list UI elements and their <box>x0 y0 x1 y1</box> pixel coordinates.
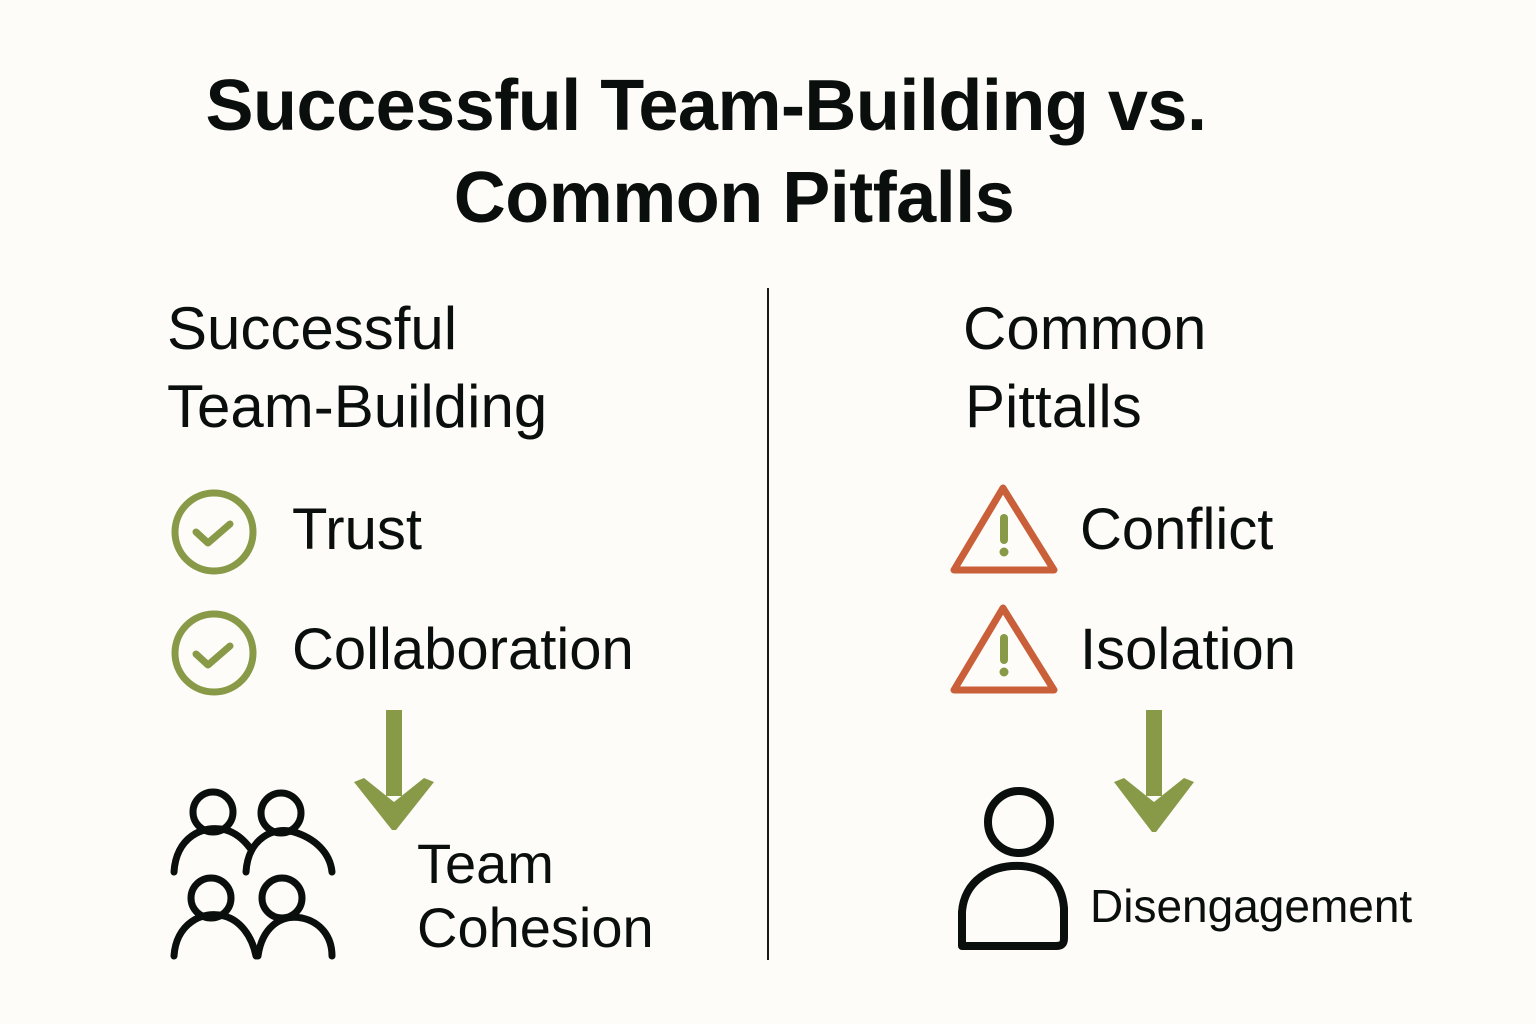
item-label: Collaboration <box>292 617 634 682</box>
left-heading-line-2: Team-Building <box>167 373 548 440</box>
item-label: Trust <box>292 497 422 562</box>
warning-triangle-icon <box>950 484 1058 574</box>
result-label: Disengagement <box>1090 880 1413 932</box>
page-title-line-1: Successful Team-Building vs. <box>205 66 1207 146</box>
arrow-down-icon <box>1114 710 1194 832</box>
result-label-line-2: Cohesion <box>417 896 654 959</box>
single-person-icon <box>958 787 1068 950</box>
left-heading-line-1: Successful <box>167 295 458 362</box>
item-label: Isolation <box>1080 617 1297 682</box>
check-circle-icon <box>171 610 257 696</box>
warning-triangle-icon <box>950 604 1058 694</box>
page-title-line-2: Common Pitfalls <box>453 158 1015 238</box>
check-circle-icon <box>171 489 257 575</box>
right-heading-line-2: Pittalls <box>965 373 1142 440</box>
result-label-line-1: Team <box>417 832 554 895</box>
item-label: Conflict <box>1080 497 1274 562</box>
arrow-down-icon <box>354 710 434 830</box>
right-heading-line-1: Common <box>963 295 1207 362</box>
group-of-people-icon <box>170 788 336 960</box>
column-divider <box>767 288 769 960</box>
